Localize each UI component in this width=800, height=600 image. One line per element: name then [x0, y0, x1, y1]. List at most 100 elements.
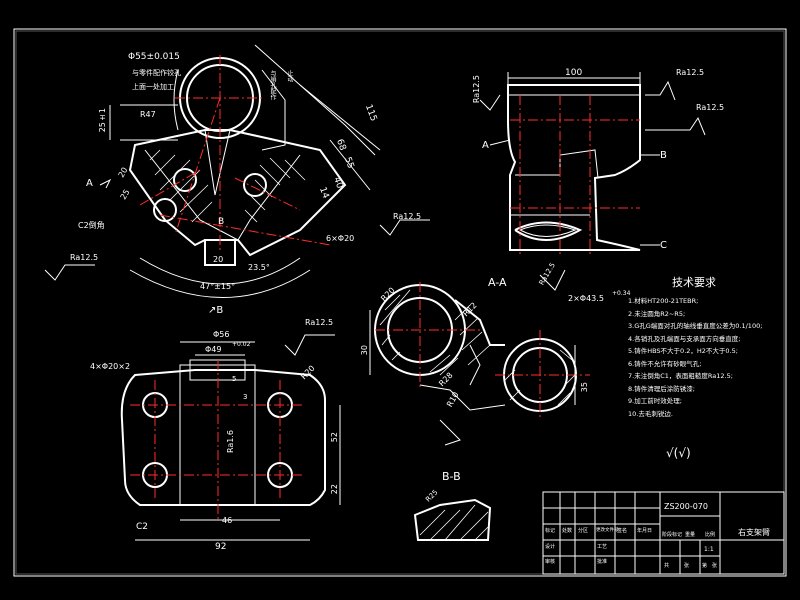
ra-bottom-top: Ra12.5 — [305, 318, 334, 327]
tech-req-item: 9.加工前时效处理; — [628, 397, 682, 405]
tb-mid-label: 比例 — [705, 532, 716, 538]
view-a-label: A — [86, 178, 93, 189]
tech-req-item: 6.铸件不允许有砂眼气孔; — [628, 359, 702, 368]
dim-tol-aa: +0.34 — [612, 290, 631, 297]
tb-bottom: 张 — [712, 563, 718, 569]
tb-header: 标记 — [545, 528, 556, 534]
dim-46: 46 — [222, 516, 233, 525]
label-c-side: C — [660, 240, 667, 251]
dim-100: 100 — [565, 68, 583, 78]
tech-req-item: 1.材料HT200-21TEBR; — [628, 297, 699, 305]
roughness-symbol: √(√) — [666, 446, 691, 460]
drawing-inner-border — [15, 30, 785, 575]
ra-aa: Ra12.5 — [537, 261, 557, 287]
ra-side-mid: Ra12.5 — [696, 103, 725, 112]
tech-req-list: 1.材料HT200-21TEBR; 2.未注圆角R2~R5; 3.G孔G端面对孔… — [628, 295, 778, 420]
tech-req-item: 4.各销孔及孔端面与支承面方向垂直度; — [628, 334, 741, 343]
ra16-label: Ra1.6 — [226, 430, 235, 454]
label-a-side: A — [482, 140, 489, 151]
chamfer-c2-bottom: C2 — [136, 522, 149, 532]
side-view — [479, 72, 706, 255]
tb-row: 设计 — [545, 544, 556, 550]
dim-tol-phi49: +0.02 — [232, 341, 251, 348]
dim-r28: R28 — [437, 370, 455, 389]
dim-phi49: Φ49 — [205, 345, 222, 354]
tb-row: 工艺 — [597, 544, 608, 550]
tech-req-item: 2.未注圆角R2~R5; — [628, 309, 686, 318]
dim-20-top: 20 — [116, 165, 130, 180]
view-b-arrow: B — [218, 217, 225, 227]
tb-mid-label: 阶段标记 — [662, 532, 683, 538]
dim-40: 40 — [331, 175, 345, 191]
tech-req-item: 7.未注倒角C1，表面粗糙度Ra12.5; — [628, 372, 733, 380]
holes-label: 6×Φ20 — [326, 234, 355, 243]
tb-bottom: 张 — [684, 563, 690, 569]
bottom-view — [120, 334, 341, 541]
section-bb — [413, 498, 492, 541]
tech-req-item: 3.G孔G端面对孔的轴线垂直度公差为0.1/100; — [628, 322, 763, 330]
dim-r20-aa: R20 — [379, 285, 397, 304]
tb-header: 更改文件号 — [596, 528, 619, 533]
dim-20-bottom: 20 — [213, 255, 224, 264]
tech-req-item: 10.去毛刺锐边. — [628, 409, 673, 418]
dim-hole-aa: 2×Φ43.5 — [568, 294, 604, 303]
dim-30-aa: 30 — [360, 345, 369, 356]
dim-r25-bb: R25 — [424, 488, 440, 504]
view-b-title: ↗B — [208, 305, 224, 316]
ra-main-left: Ra12.5 — [70, 253, 99, 262]
tb-header: 处数 — [562, 528, 573, 534]
section-aa-title: A-A — [488, 276, 507, 289]
title-block — [542, 491, 785, 575]
drawing-number: ZS200-070 — [664, 502, 708, 511]
ra-side-top: Ra12.5 — [676, 68, 705, 77]
dim-5: 5 — [232, 375, 237, 383]
section-aa — [369, 269, 590, 446]
section-bb-title: B-B — [442, 470, 461, 483]
label-b-side: B — [660, 150, 667, 161]
note-line-2: 上面一处加工 — [132, 83, 174, 91]
dim-22: 22 — [330, 484, 339, 495]
angle-47: 47°±15° — [200, 282, 236, 291]
tech-req-title: 技术要求 — [672, 276, 716, 289]
tb-header: 分区 — [578, 528, 589, 534]
chamfer-c2-label: C2倒角 — [78, 221, 105, 230]
holes2-label: 4×Φ20×2 — [90, 362, 131, 371]
dim-r12-aa: R12 — [461, 300, 479, 319]
tb-row: 审核 — [545, 559, 556, 565]
tech-req-item: 8.铸件清理后涂防锈漆; — [628, 384, 695, 393]
dim-r10: R10 — [445, 390, 461, 409]
dim-52: 52 — [330, 432, 339, 443]
note-line-1: 与零件配作铰孔 — [132, 69, 181, 77]
ra-main-right: Ra12.5 — [393, 212, 422, 221]
drawing-border — [13, 28, 787, 577]
angle-23-5: 23.5° — [248, 263, 270, 272]
vertical-note-2: 止动 — [286, 70, 293, 82]
tb-bottom: 共 — [664, 563, 670, 569]
dim-25-1: 25±1 — [98, 108, 107, 133]
dim-r47: R47 — [140, 110, 156, 119]
dim-55: 55 — [342, 155, 356, 171]
drawing-title: 右支架臂 — [738, 528, 770, 537]
dim-115: 115 — [362, 103, 379, 123]
tb-bottom: 第 — [702, 563, 708, 569]
vertical-note-1: 与销孔配作 — [269, 70, 276, 100]
tb-header: 年月日 — [637, 528, 653, 534]
dim-35-aa: 35 — [580, 382, 589, 393]
ra-side-left: Ra12.5 — [472, 75, 481, 104]
dim-phi56: Φ56 — [213, 330, 230, 339]
dim-r20-bottom: R20 — [299, 363, 317, 382]
bore-diameter-label: Φ55±0.015 — [128, 52, 180, 62]
dim-3: 3 — [243, 393, 248, 401]
tb-row: 批准 — [597, 559, 608, 565]
dim-25: 25 — [118, 187, 132, 202]
dim-14: 14 — [317, 185, 331, 201]
tb-mid-label: 重量 — [685, 532, 696, 538]
tb-header: 签名 — [617, 528, 628, 534]
scale-value: 1:1 — [704, 546, 714, 553]
main-view — [44, 44, 430, 298]
tech-req-item: 5.铸件HBS不大于0.2，H2不大于0.5; — [628, 347, 738, 355]
dim-92: 92 — [215, 542, 227, 552]
dim-68: 68 — [334, 137, 348, 153]
